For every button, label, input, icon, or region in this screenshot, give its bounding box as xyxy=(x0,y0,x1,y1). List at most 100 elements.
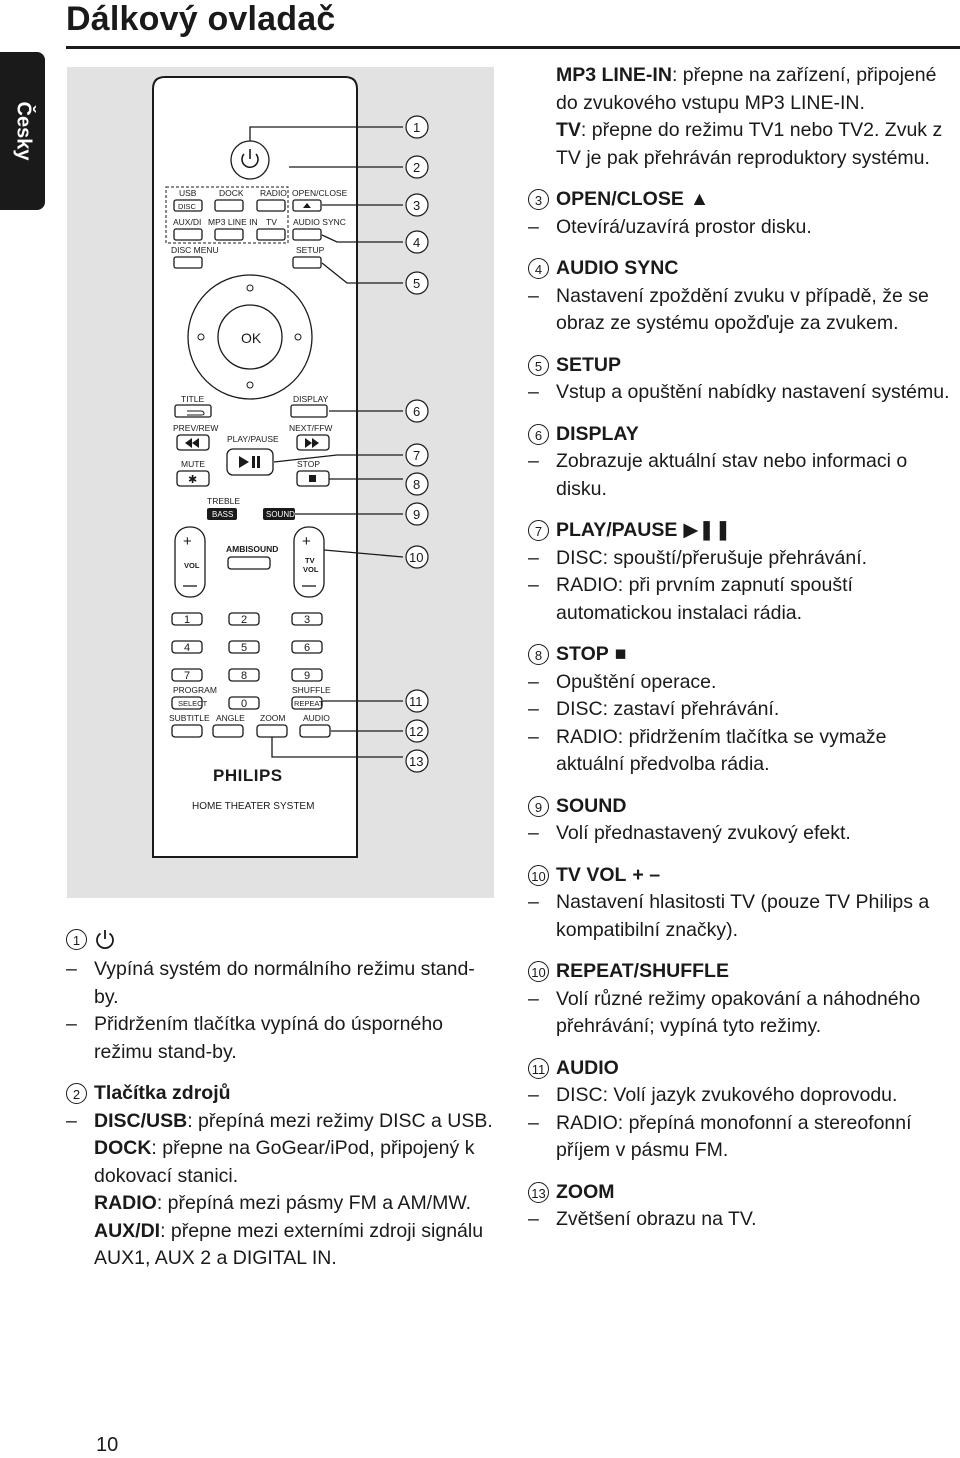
number-pad: 1 2 3 4 5 6 7 8 9 0 xyxy=(171,612,323,710)
entry-7-line-1: DISC: spouští/přerušuje přehrávání. xyxy=(528,545,953,573)
svg-text:13: 13 xyxy=(409,754,423,769)
svg-text:2: 2 xyxy=(413,160,420,175)
label-zoom: ZOOM xyxy=(260,713,286,723)
svg-text:6: 6 xyxy=(413,404,420,419)
svg-text:7: 7 xyxy=(184,670,190,682)
entry-5-line-1: Vstup a opuštění nabídky nastavení systé… xyxy=(528,379,953,407)
svg-text:4: 4 xyxy=(413,235,420,250)
setup-button xyxy=(292,256,322,269)
entry-7-line-2: RADIO: při prvním zapnutí spouští automa… xyxy=(528,572,953,627)
svg-text:3: 3 xyxy=(304,614,310,626)
svg-text:10: 10 xyxy=(409,550,423,565)
label-tv: TV xyxy=(266,217,277,227)
svg-text:9: 9 xyxy=(304,670,310,682)
audio-sync-button xyxy=(292,228,322,241)
svg-text:VOL: VOL xyxy=(184,561,200,570)
display-button xyxy=(290,404,328,418)
svg-text:VOL: VOL xyxy=(303,565,319,574)
svg-text:0: 0 xyxy=(241,698,247,710)
right-column: MP3 LINE-IN: přepne na zařízení, připoje… xyxy=(528,62,953,1234)
entry-8-line-3: RADIO: přidržením tlačítka se vymaže akt… xyxy=(528,724,953,779)
entry-2-disc: DISC/USB: přepíná mezi režimy DISC a USB… xyxy=(66,1108,496,1136)
entry-1-line-1: Vypíná systém do normálního režimu stand… xyxy=(66,956,496,1011)
callouts: 1 2 3 4 5 6 7 8 9 10 11 12 13 xyxy=(405,115,429,773)
svg-text:5: 5 xyxy=(413,276,420,291)
label-angle: ANGLE xyxy=(216,713,245,723)
svg-text:5: 5 xyxy=(241,642,247,654)
brand-logo: PHILIPS xyxy=(213,766,283,785)
vol-rocker xyxy=(174,526,206,598)
entry-6-line-1: Zobrazuje aktuální stav nebo informaci o… xyxy=(528,448,953,503)
play-pause-icon: ▶❚❚ xyxy=(683,519,732,541)
subtitle-button xyxy=(171,724,203,738)
play-pause-button xyxy=(226,448,274,476)
svg-text:OK: OK xyxy=(241,330,262,346)
entry-8-line-1: Opuštění operace. xyxy=(528,669,953,697)
repeat-shuffle-button xyxy=(291,696,323,710)
disc-menu-button xyxy=(173,256,203,269)
label-treble: TREBLE xyxy=(207,496,240,506)
label-prev-rew: PREV/REW xyxy=(173,423,218,433)
tv-button xyxy=(256,228,286,241)
svg-text:SOUND: SOUND xyxy=(266,510,295,519)
label-audio-sync: AUDIO SYNC xyxy=(293,217,346,227)
dock-button xyxy=(214,199,244,212)
page-title: Dálkový ovladač xyxy=(66,0,336,38)
power-button xyxy=(230,140,270,180)
mute-button xyxy=(176,470,210,487)
entry-8-line-2: DISC: zastaví přehrávání. xyxy=(528,696,953,724)
plus-minus-icon: + – xyxy=(632,863,661,886)
tv-vol-rocker xyxy=(293,526,325,598)
svg-text:3: 3 xyxy=(413,198,420,213)
entry-11-line-2: RADIO: přepíná monofonní a stereofonní p… xyxy=(528,1110,953,1165)
program-select-button xyxy=(171,696,203,710)
label-audio: AUDIO xyxy=(303,713,330,723)
ambisound-button xyxy=(227,556,271,570)
zoom-button xyxy=(256,724,288,738)
title-rule xyxy=(66,46,960,49)
bass-button xyxy=(207,508,237,520)
stop-icon: ■ xyxy=(614,643,627,665)
label-usb: USB xyxy=(179,188,197,198)
label-dock: DOCK xyxy=(219,188,244,198)
page-number: 10 xyxy=(96,1434,119,1456)
entry-10b-line-1: Volí různé režimy opakování a náhodného … xyxy=(528,986,953,1041)
label-play-pause: PLAY/PAUSE xyxy=(227,434,279,444)
label-setup: SETUP xyxy=(296,245,325,255)
label-subtitle: SUBTITLE xyxy=(169,713,210,723)
svg-text:8: 8 xyxy=(413,477,420,492)
entry-2-dock: DOCK: přepne na GoGear/iPod, připojený k… xyxy=(94,1137,475,1187)
entry-1-heading: 1 xyxy=(66,928,496,950)
svg-text:1: 1 xyxy=(184,614,190,626)
entry-13-line-1: Zvětšení obrazu na TV. xyxy=(528,1206,953,1234)
label-mp3-line-in: MP3 LINE IN xyxy=(208,217,258,227)
label-program: PROGRAM xyxy=(173,685,217,695)
svg-text:TV: TV xyxy=(305,556,315,565)
label-stop: STOP xyxy=(297,459,320,469)
entry-9-line-1: Volí přednastavený zvukový efekt. xyxy=(528,820,953,848)
label-title: TITLE xyxy=(181,394,204,404)
angle-button xyxy=(212,724,244,738)
label-aux-di: AUX/DI xyxy=(173,217,201,227)
svg-text:9: 9 xyxy=(413,507,420,522)
brand-subtitle: HOME THEATER SYSTEM xyxy=(192,801,314,812)
radio-button xyxy=(256,199,286,212)
left-column: 1 Vypíná systém do normálního režimu sta… xyxy=(66,928,496,1273)
label-ambisound: AMBISOUND xyxy=(226,544,278,554)
svg-text:REPEAT: REPEAT xyxy=(294,699,324,708)
remote-illustration: USB DOCK RADIO OPEN/CLOSE DISC AUX/DI MP… xyxy=(152,76,429,858)
entry-11-line-1: DISC: Volí jazyk zvukového doprovodu. xyxy=(528,1082,953,1110)
mp3-line-in-text: MP3 LINE-IN: přepne na zařízení, připoje… xyxy=(556,64,937,114)
svg-text:+: + xyxy=(183,533,192,550)
sound-button xyxy=(263,508,295,520)
language-tab: Česky xyxy=(0,52,45,210)
